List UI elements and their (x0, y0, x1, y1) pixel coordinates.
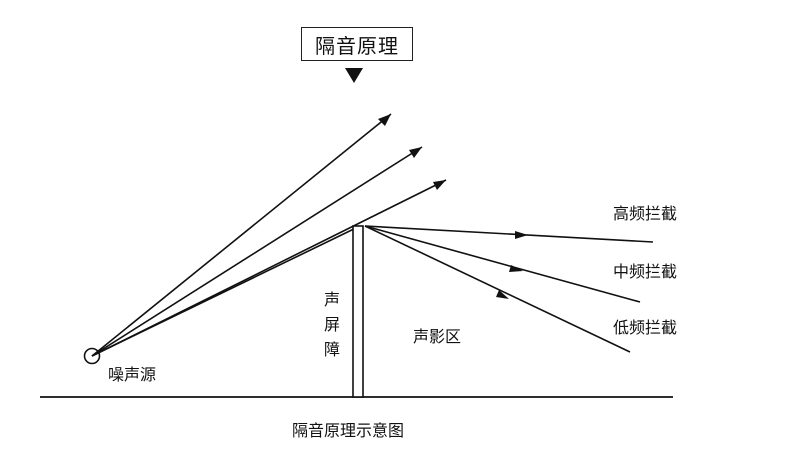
barrier-label-char: 声 (323, 290, 340, 309)
diffraction-mid-arrowhead (509, 265, 523, 272)
mid-frequency-label: 中频拦截 (613, 262, 678, 281)
barrier-label: 声 屏 障 (322, 287, 342, 362)
ray-top-arrowhead (378, 114, 391, 126)
ray-middle (91, 146, 423, 357)
diffraction-mid (364, 225, 641, 303)
diffraction-low-arrowhead (496, 290, 509, 299)
shadow-zone-label: 声影区 (413, 327, 462, 346)
barrier-label-char: 障 (323, 340, 340, 359)
diffraction-low (364, 225, 631, 353)
noise-source-label: 噪声源 (108, 365, 157, 384)
diffraction-high (364, 225, 654, 243)
down-arrow-icon (345, 68, 363, 83)
ray-middle-arrowhead (409, 147, 422, 158)
diagram-title: 隔音原理 (315, 33, 399, 58)
barrier-label-char: 屏 (323, 315, 340, 334)
diffraction-high-arrowhead (515, 231, 528, 239)
high-frequency-label: 高频拦截 (613, 204, 678, 223)
ray-to-barrier (91, 225, 361, 357)
sound-barrier (352, 225, 364, 398)
low-frequency-label: 低频拦截 (613, 318, 678, 337)
ray-lower-arrowhead (433, 180, 446, 190)
title-box: 隔音原理 (301, 27, 413, 61)
diagram-caption: 隔音原理示意图 (292, 421, 405, 440)
ray-top (91, 113, 392, 357)
